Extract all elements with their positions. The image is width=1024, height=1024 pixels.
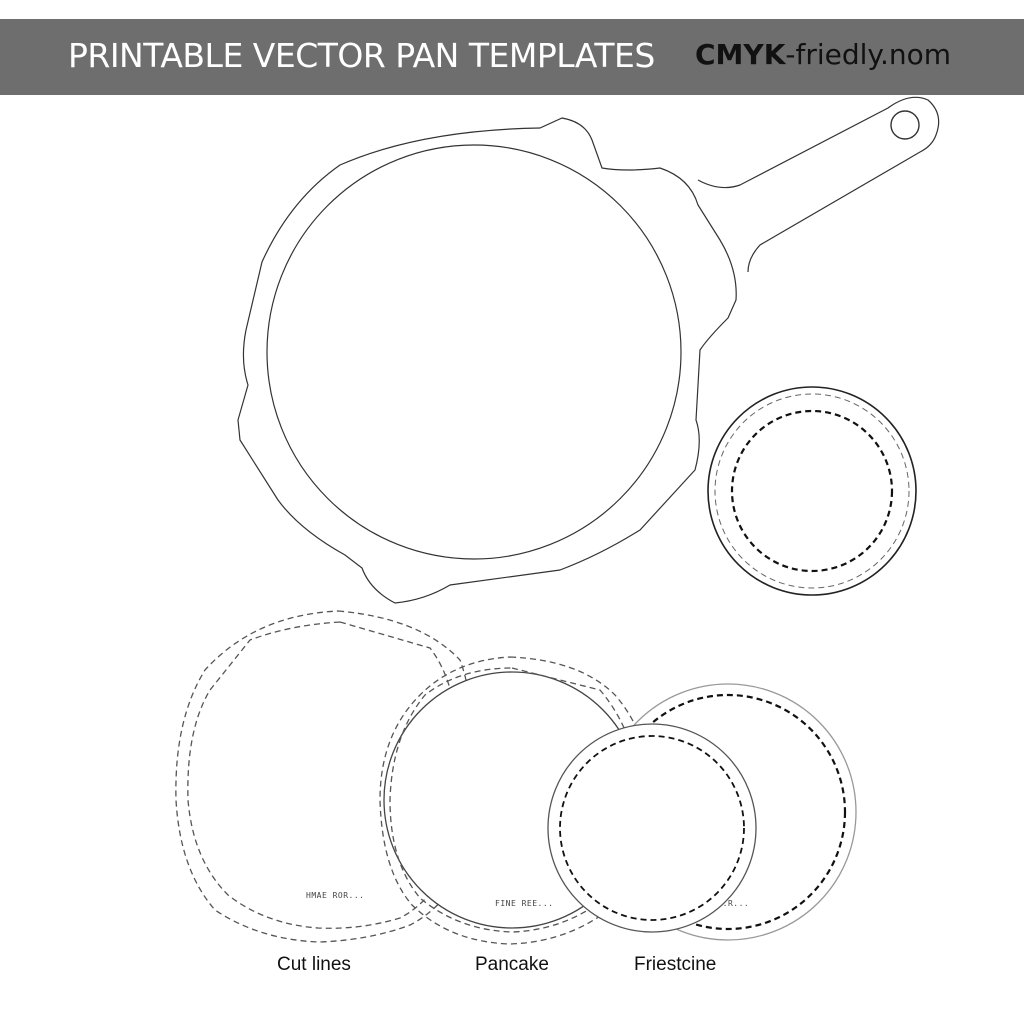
header-banner [0,19,1024,95]
brand-name: CMYK-friedly.nom [695,38,951,71]
cut-lines-template-tag: HMAE ROR... [306,891,364,900]
friestcine-template-tag: ...R... [712,899,749,908]
brand-name-rest: -friedly.nom [785,38,952,71]
friestcine-template: ...R... [547,683,857,941]
brand-name-bold: CMYK [695,38,786,71]
small-round-dashed-inner [730,409,894,573]
small-round-template [707,386,917,596]
skillet-template [237,96,940,604]
skillet-inner-circle [266,144,682,560]
skillet-handle [697,96,940,273]
cut-lines-outer-dashed [175,610,472,943]
caption-friestcine: Friestcine [634,954,717,975]
skillet-outer-rim [237,117,737,604]
small-round-dashed-outer [714,393,910,589]
friestcine-front-outer [547,723,757,933]
page-title: PRINTABLE VECTOR PAN TEMPLATES [68,36,655,75]
handle-hang-hole [890,110,920,140]
small-round-outer [707,386,917,596]
friestcine-back-dashed [609,693,847,931]
friestcine-front-dashed [559,735,745,921]
caption-cut-lines: Cut lines [277,954,351,975]
caption-pancake: Pancake [475,954,549,975]
pancake-template-tag: FINE REE... [495,899,553,908]
